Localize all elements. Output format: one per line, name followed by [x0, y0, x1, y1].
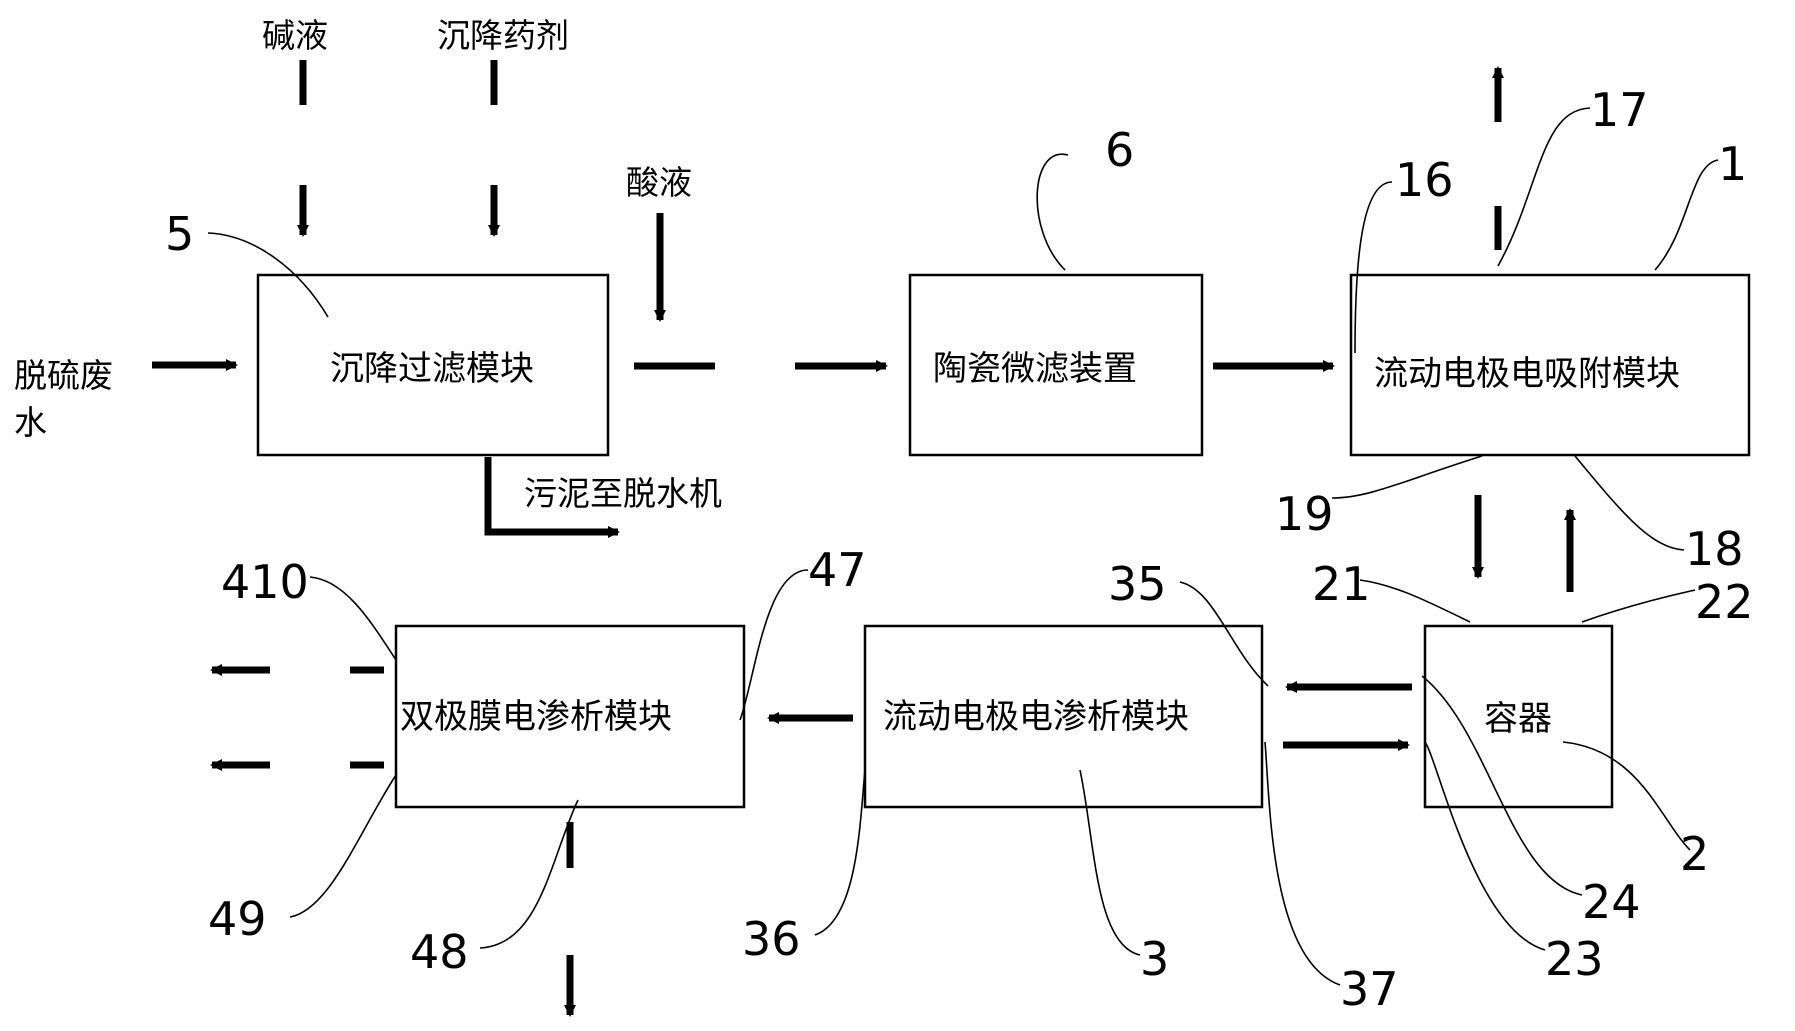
leader-6: [1036, 153, 1069, 271]
ref-label-47: 47: [808, 543, 867, 597]
settling-filter-module: 沉降过滤模块: [256, 273, 610, 457]
ref-label-49: 49: [208, 892, 267, 946]
ref-label-5: 5: [165, 207, 194, 261]
ceramic-microfilter-device: 陶瓷微滤装置: [908, 273, 1204, 457]
ref-label-19: 19: [1275, 487, 1334, 541]
leader-3: [1079, 769, 1141, 956]
flow-electrode-cdi-module: 流动电极电吸附模块: [1349, 273, 1751, 457]
ref-label-21: 21: [1312, 557, 1371, 611]
bipolar-membrane-ed-module: 双极膜电渗析模块: [394, 624, 746, 809]
leader-23: [1424, 741, 1546, 951]
wastewater-input-label-line1: 脱硫废: [14, 356, 113, 395]
leader-47: [739, 569, 809, 721]
leader-37: [1264, 741, 1341, 986]
ref-label-18: 18: [1685, 522, 1744, 576]
leader-22: [1581, 589, 1696, 623]
container-label: 容器: [1484, 699, 1552, 739]
ref-label-37: 37: [1340, 962, 1399, 1016]
leader-48: [479, 799, 579, 949]
ref-label-1: 1: [1718, 137, 1747, 191]
leader-17: [1497, 107, 1591, 267]
bipolar-membrane-ed-label: 双极膜电渗析模块: [400, 697, 672, 737]
ref-label-36: 36: [742, 912, 801, 966]
alkali-input-label: 碱液: [262, 16, 328, 55]
ref-label-3: 3: [1140, 932, 1169, 986]
container-box: 容器: [1423, 624, 1614, 809]
leader-35: [1179, 581, 1269, 687]
flow-electrode-ed-module: 流动电极电渗析模块: [863, 624, 1264, 809]
leader-49: [289, 774, 397, 918]
ref-label-24: 24: [1582, 875, 1641, 929]
leader-5: [207, 232, 329, 318]
ref-label-35: 35: [1108, 557, 1167, 611]
sludge-outflow-arrow: [484, 457, 620, 538]
leader-2: [1562, 741, 1691, 851]
leader-21: [1359, 579, 1471, 623]
leader-410: [309, 576, 397, 661]
leader-36: [814, 769, 866, 936]
ref-label-48: 48: [410, 925, 469, 979]
ref-label-6: 6: [1105, 123, 1134, 177]
sludge-output-label: 污泥至脱水机: [524, 474, 722, 513]
leader-16: [1354, 181, 1393, 354]
settling-agent-input-label: 沉降药剂: [437, 16, 569, 55]
flow-electrode-cdi-label: 流动电极电吸附模块: [1374, 354, 1680, 394]
ref-label-22: 22: [1695, 575, 1754, 629]
settling-filter-label: 沉降过滤模块: [330, 349, 534, 389]
leader-18: [1574, 455, 1685, 551]
ref-label-17: 17: [1590, 83, 1649, 137]
ceramic-microfilter-label: 陶瓷微滤装置: [933, 349, 1137, 389]
leader-1: [1654, 159, 1719, 271]
leader-19: [1331, 455, 1483, 499]
ref-label-16: 16: [1395, 153, 1454, 207]
flow-electrode-ed-label: 流动电极电渗析模块: [883, 697, 1189, 737]
ref-label-410: 410: [221, 555, 309, 609]
acid-input-label: 酸液: [626, 163, 692, 202]
ref-label-2: 2: [1680, 827, 1709, 881]
leader-24: [1421, 675, 1583, 896]
wastewater-input-label-line2: 水: [14, 403, 47, 442]
ref-label-23: 23: [1545, 932, 1604, 986]
